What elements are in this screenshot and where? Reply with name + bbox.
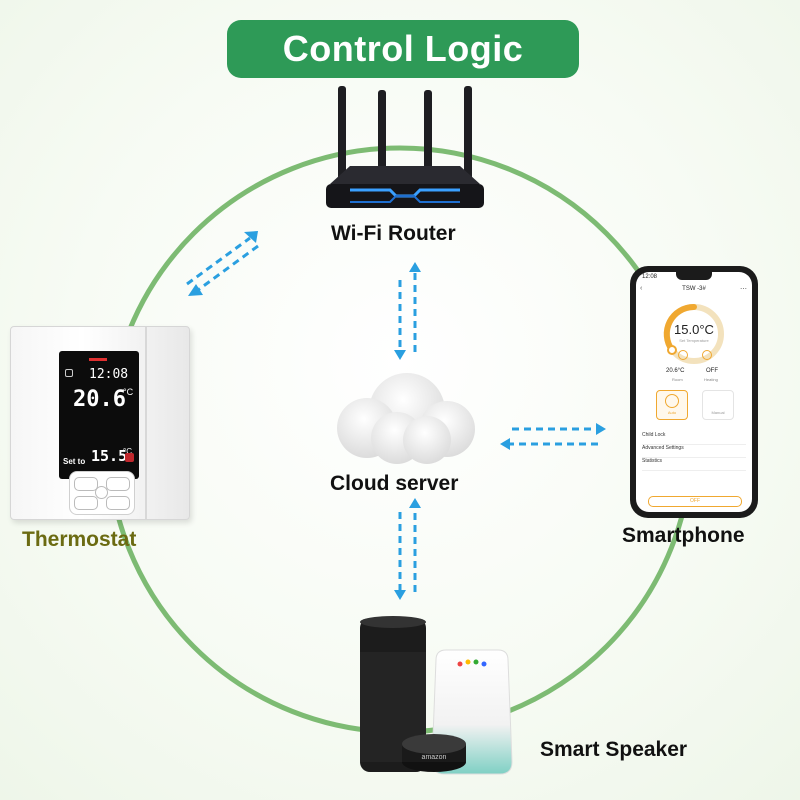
thermostat-keypad xyxy=(69,471,135,515)
router-label: Wi-Fi Router xyxy=(331,222,456,245)
router-image xyxy=(326,86,484,208)
decrease-button[interactable] xyxy=(678,350,688,360)
router-cloud-arrows xyxy=(398,272,417,352)
back-icon[interactable]: ‹ xyxy=(640,285,643,292)
thermostat-up-button[interactable] xyxy=(74,477,98,491)
smartphone-device: 12:08 TSW -3# ‹ ⋯ 15.0°C Set Temperature… xyxy=(630,266,758,518)
thermostat-down-button[interactable] xyxy=(106,477,130,491)
heating-alert-icon xyxy=(125,453,134,462)
phone-room-label: Room xyxy=(672,377,683,382)
thermostat-router-arrows xyxy=(186,236,259,292)
thermostat-current-temp: 20.6 xyxy=(73,387,126,412)
battery-icon xyxy=(65,369,73,377)
echo-dot-speaker: amazon xyxy=(402,734,466,772)
phone-settings-list: Child Lock Advanced Settings Statistics xyxy=(642,432,746,471)
phone-device-name: TSW -3# xyxy=(682,286,706,292)
phone-heating-label: Heating xyxy=(704,377,718,382)
menu-child-lock[interactable]: Child Lock xyxy=(642,432,746,445)
more-icon[interactable]: ⋯ xyxy=(740,286,747,293)
menu-statistics[interactable]: Statistics xyxy=(642,458,746,471)
mode-manual-button[interactable]: Manual xyxy=(702,390,734,420)
phone-power-button[interactable]: OFF xyxy=(648,496,742,507)
temperature-dial[interactable] xyxy=(660,300,728,368)
thermostat-power-button[interactable] xyxy=(95,486,108,499)
phone-heating-state: OFF xyxy=(706,368,718,374)
thermostat-timer-button[interactable] xyxy=(106,496,130,510)
router-antennas xyxy=(338,86,472,181)
cloud-speaker-arrows xyxy=(398,506,417,592)
thermostat-set-label: Set to xyxy=(63,457,86,466)
increase-button[interactable] xyxy=(702,350,712,360)
thermostat-set-temp: 15.5 xyxy=(91,447,128,465)
thermostat-label: Thermostat xyxy=(22,528,137,551)
mode-auto-button[interactable]: Auto xyxy=(656,390,688,420)
cloud-phone-arrows xyxy=(508,427,598,446)
thermostat-set-unit: °C xyxy=(123,447,132,456)
thermostat-clock: 12:08 xyxy=(89,367,129,382)
cloud-server-icon xyxy=(337,373,475,464)
page-title: Control Logic xyxy=(282,28,524,69)
cloud-label: Cloud server xyxy=(330,472,459,495)
thermostat-mode-button[interactable] xyxy=(74,496,98,510)
smartphone-label: Smartphone xyxy=(622,524,745,547)
speaker-label: Smart Speaker xyxy=(540,738,688,761)
phone-room-temp: 20.6°C xyxy=(666,368,685,374)
thermostat-current-unit: °C xyxy=(123,387,134,397)
title-banner: Control Logic xyxy=(227,20,579,78)
menu-advanced-settings[interactable]: Advanced Settings xyxy=(642,445,746,458)
phone-status-time: 12:08 xyxy=(642,274,658,280)
thermostat-screen: 12:08 20.6 °C Set to 15.5 °C xyxy=(59,351,139,479)
speaker-brand-text: amazon xyxy=(422,754,447,761)
phone-set-temp: 15.0°C xyxy=(674,322,714,337)
phone-set-caption: Set Temperature xyxy=(679,338,709,343)
thermostat-device: 12:08 20.6 °C Set to 15.5 °C xyxy=(10,326,190,520)
smart-speakers-image: amazon xyxy=(360,616,513,775)
phone-screen: 12:08 TSW -3# ‹ ⋯ 15.0°C Set Temperature… xyxy=(636,272,752,512)
